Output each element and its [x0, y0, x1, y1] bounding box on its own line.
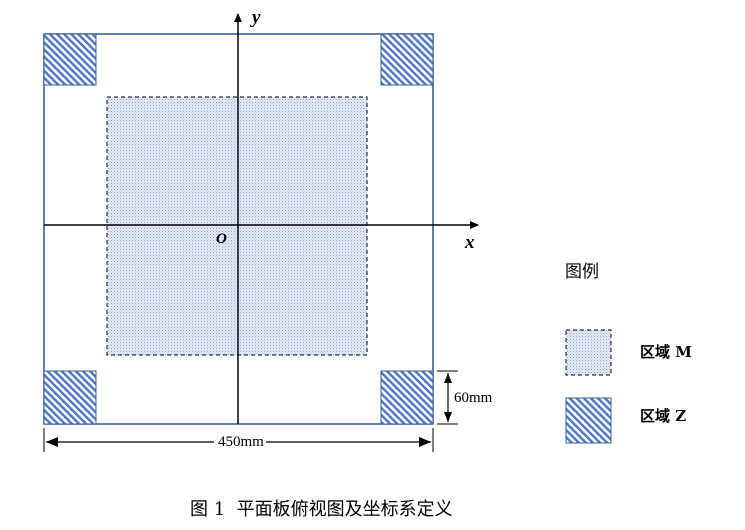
region-z-top-right	[380, 33, 434, 86]
legend-label-m: 区域 M	[640, 343, 692, 361]
y-axis-label: y	[250, 7, 261, 28]
region-z-bottom-right	[380, 370, 434, 425]
region-z-bottom-left	[43, 370, 97, 425]
region-m	[106, 96, 368, 356]
legend-swatch-m	[565, 329, 612, 376]
width-dimension-label: 450mm	[218, 434, 264, 450]
corner-dimension-label: 60mm	[454, 390, 493, 406]
corner-dimension	[437, 370, 458, 425]
legend-label-z: 区域 Z	[640, 407, 686, 425]
legend-title: 图例	[565, 262, 599, 282]
origin-label: O	[216, 231, 227, 247]
x-axis-label: x	[464, 232, 475, 253]
region-z-top-left	[43, 33, 97, 86]
figure-caption: 图 1 平面板俯视图及坐标系定义	[190, 499, 453, 520]
legend-swatch-z	[565, 397, 612, 444]
